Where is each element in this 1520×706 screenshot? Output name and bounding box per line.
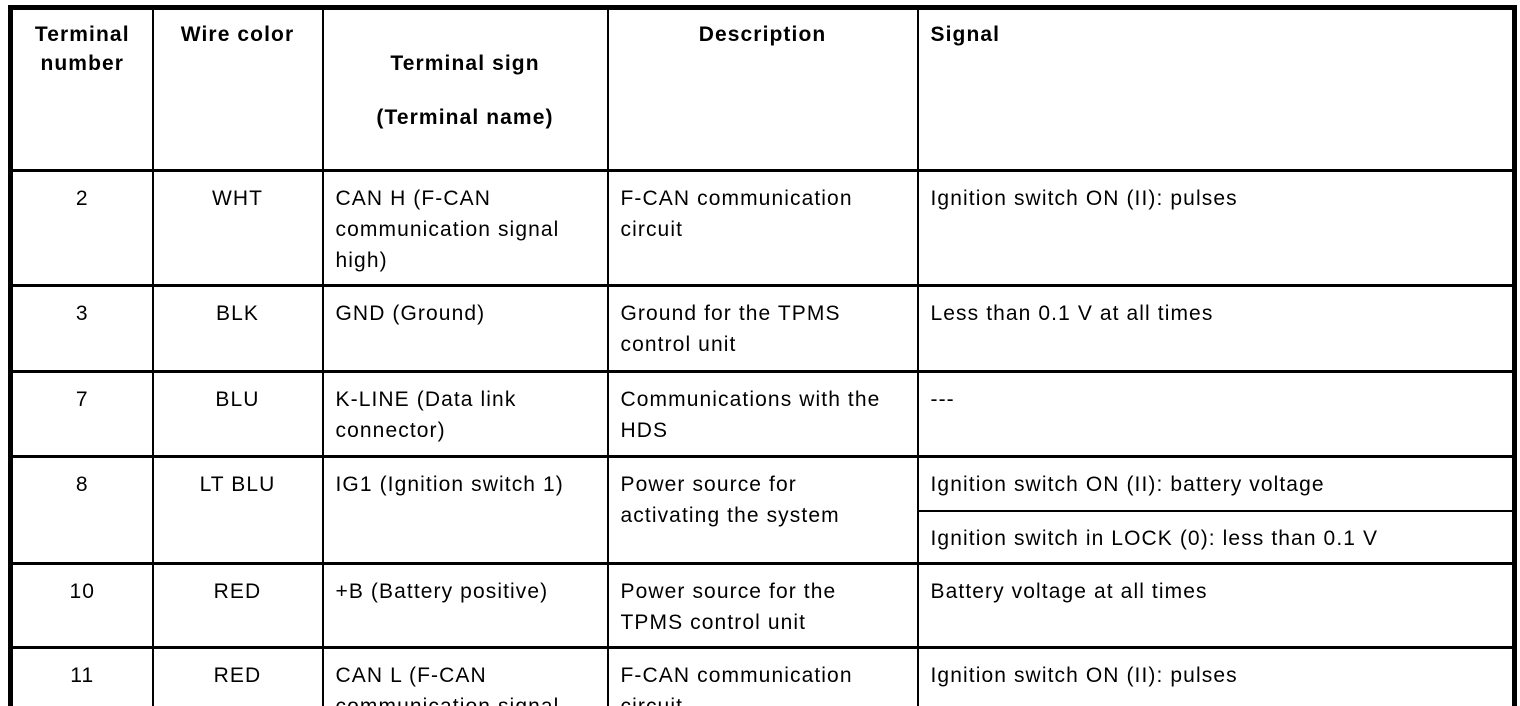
- terminal-sign-cell: +B (Battery positive): [321, 562, 609, 649]
- terminal-name-sublabel: (Terminal name): [376, 106, 554, 129]
- terminal-sign-cell: GND (Ground): [321, 284, 609, 373]
- wire-color-cell: RED: [151, 562, 324, 649]
- table-row-terminal-8: 8 LT BLU IG1 (Ignition switch 1) Power s…: [9, 455, 1516, 565]
- column-header-description: Description: [606, 6, 919, 172]
- description-cell: Ground for the TPMS control unit: [606, 284, 919, 373]
- terminal-number-cell: 2: [9, 169, 154, 287]
- description-cell: F-CAN communication circuit: [606, 646, 919, 706]
- terminal-sign-label: Terminal sign: [390, 52, 540, 75]
- table-row-terminal-10: 10 RED +B (Battery positive) Power sourc…: [9, 562, 1516, 649]
- signal-cell: Ignition switch ON (II): pulses: [916, 646, 1516, 706]
- table-row-terminal-7: 7 BLU K-LINE (Data link connector) Commu…: [9, 370, 1516, 458]
- column-header-signal: Signal: [916, 6, 1516, 172]
- terminal-number-cell: 11: [9, 646, 154, 706]
- description-cell: Power source for the TPMS control unit: [606, 562, 919, 649]
- terminal-number-cell: 8: [9, 455, 154, 565]
- column-header-terminal-sign: Terminal sign (Terminal name): [321, 6, 609, 172]
- table-row-terminal-2: 2 WHT CAN H (F-CAN communication signal …: [9, 169, 1516, 287]
- description-cell: F-CAN communication circuit: [606, 169, 919, 287]
- wire-color-cell: LT BLU: [151, 455, 324, 565]
- table-header-row: Terminal number Wire color Terminal sign…: [9, 6, 1516, 172]
- terminal-sign-cell: IG1 (Ignition switch 1): [321, 455, 609, 565]
- signal-cell: Battery voltage at all times: [916, 562, 1516, 649]
- table-row-terminal-3: 3 BLK GND (Ground) Ground for the TPMS c…: [9, 284, 1516, 373]
- terminal-number-cell: 3: [9, 284, 154, 373]
- column-header-terminal-number: Terminal number: [9, 6, 154, 172]
- signal-cell: Less than 0.1 V at all times: [916, 284, 1516, 373]
- terminal-sign-cell: CAN H (F-CAN communication signal high): [321, 169, 609, 287]
- wire-color-cell: WHT: [151, 169, 324, 287]
- table-row-terminal-11: 11 RED CAN L (F-CAN communication signal…: [9, 646, 1516, 706]
- table-row-terminal-8-signal-2: Ignition switch in LOCK (0): less than 0…: [11, 509, 1516, 565]
- signal-cell: Ignition switch ON (II): pulses: [916, 169, 1516, 287]
- description-cell: Communications with the HDS: [606, 370, 919, 458]
- terminal-description-table: Terminal number Wire color Terminal sign…: [8, 5, 1517, 706]
- wire-color-cell: BLU: [151, 370, 324, 458]
- terminal-number-cell: 10: [9, 562, 154, 649]
- wire-color-cell: RED: [151, 646, 324, 706]
- description-cell: Power source for activating the system: [606, 455, 919, 565]
- column-header-wire-color: Wire color: [151, 6, 324, 172]
- signal-cell: Ignition switch ON (II): battery voltage: [916, 455, 1516, 512]
- terminal-sign-cell: K-LINE (Data link connector): [321, 370, 609, 458]
- terminal-number-cell: 7: [9, 370, 154, 458]
- signal-cell: Ignition switch in LOCK (0): less than 0…: [916, 509, 1516, 565]
- wire-color-cell: BLK: [151, 284, 324, 373]
- terminal-sign-cell: CAN L (F-CAN communication signal low): [321, 646, 609, 706]
- signal-cell: ---: [916, 370, 1516, 458]
